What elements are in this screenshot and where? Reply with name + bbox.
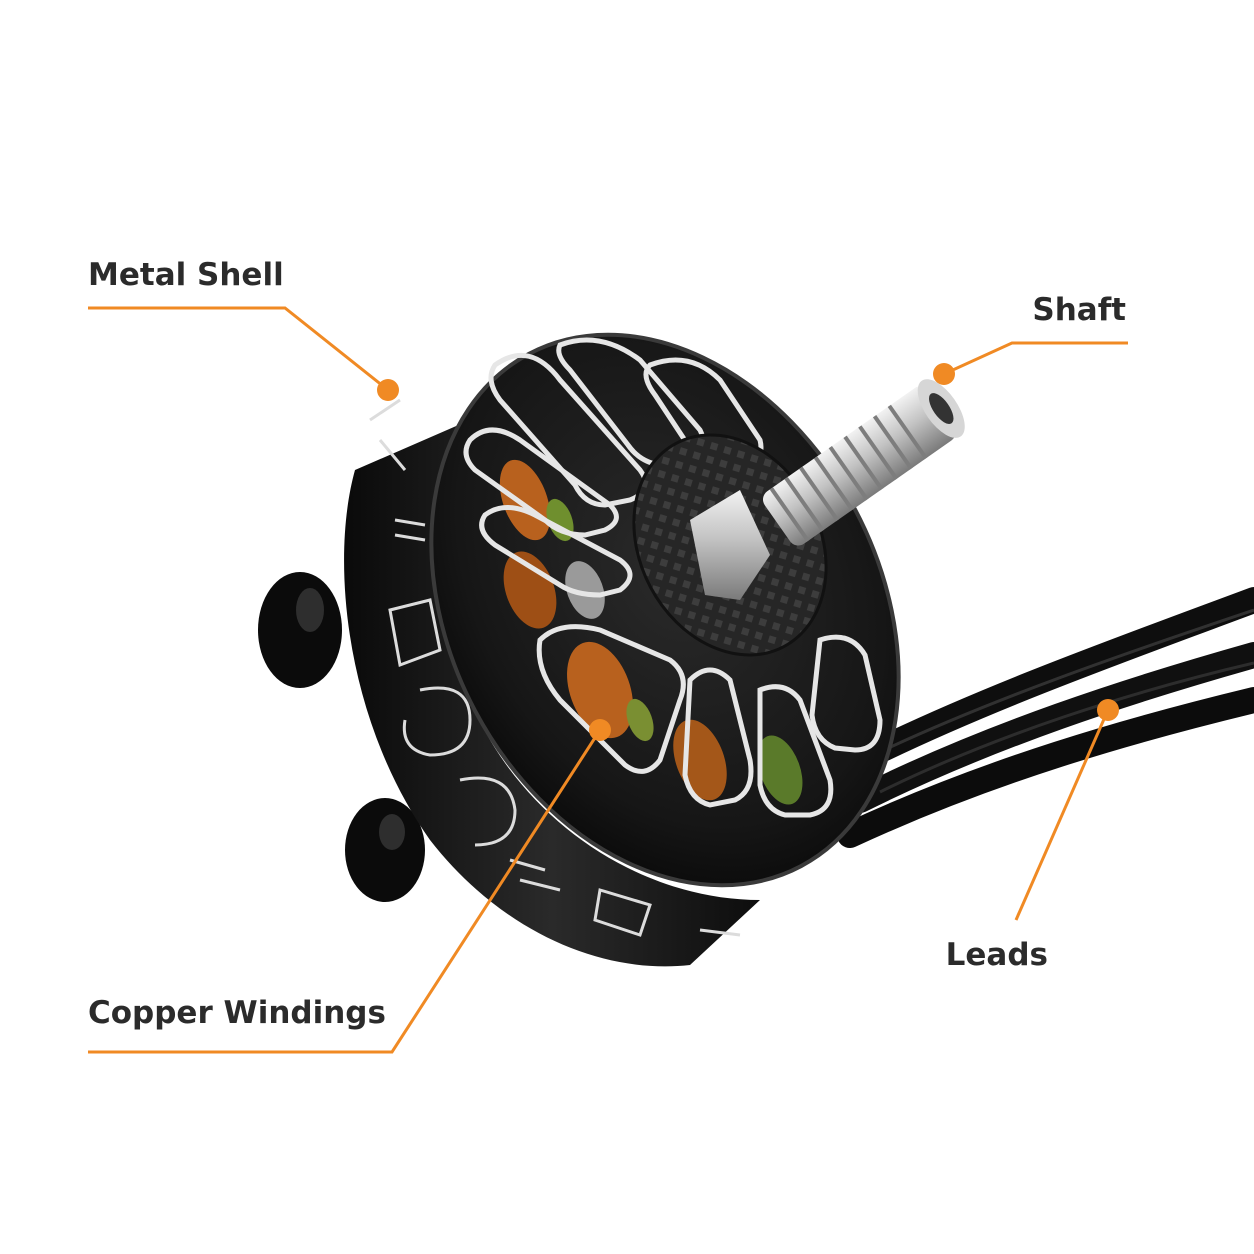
callout-line-shaft: [943, 341, 1128, 376]
callout-dot-shaft: [933, 363, 955, 385]
shaft: [690, 379, 965, 600]
leads-wires: [837, 587, 1254, 848]
callout-dot-metal-shell: [377, 379, 399, 401]
callout-line-copper-windings: [88, 729, 602, 1054]
label-shaft: Shaft: [1032, 292, 1126, 328]
vent-slots: [463, 337, 883, 818]
callout-dot-leads: [1097, 699, 1119, 721]
label-copper-windings: Copper Windings: [88, 995, 386, 1031]
label-metal-shell: Metal Shell: [88, 257, 284, 293]
callout-dot-copper-windings: [589, 719, 611, 741]
label-leads: Leads: [945, 937, 1048, 973]
callout-lines: [88, 306, 1128, 1054]
mount-screws: [258, 572, 425, 902]
brand-lettering: [369, 398, 741, 937]
copper-windings: [499, 459, 803, 805]
callout-line-metal-shell: [88, 306, 389, 392]
callout-line-leads: [1014, 709, 1110, 921]
callout-dots: [377, 363, 1119, 741]
